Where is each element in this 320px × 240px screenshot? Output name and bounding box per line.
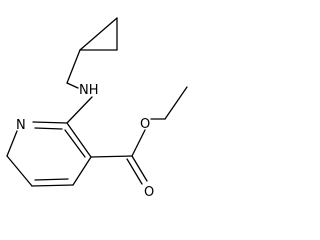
structure-canvas: NH N O O bbox=[6, 17, 188, 200]
carbonyl-oxygen-label: O bbox=[144, 185, 154, 200]
pyridine-ring bbox=[6, 121, 92, 187]
bond-c5-c4-inner bbox=[34, 178, 69, 181]
bond-c2-n1 bbox=[32, 121, 68, 124]
cyclopropyl-ring bbox=[79, 17, 118, 51]
bond-c3-c2 bbox=[66, 122, 92, 158]
bond-c4-c3 bbox=[72, 156, 92, 186]
bond-c5-c4 bbox=[31, 184, 74, 187]
bond-ring-to-ch2 bbox=[66, 49, 81, 84]
pyridine-nitrogen-label: N bbox=[16, 118, 26, 133]
bond-carbonyl-to-ether-o bbox=[131, 129, 146, 157]
bond-c6-c5 bbox=[6, 155, 33, 187]
bond-c3-c2-inner bbox=[64, 129, 86, 158]
amine-label: NH bbox=[79, 83, 99, 98]
bond-carbonyl-to-o-b bbox=[126, 158, 143, 185]
ester-oxygen-label: O bbox=[140, 117, 150, 132]
bond-ch2-to-ch3 bbox=[164, 86, 188, 120]
ester-group bbox=[90, 86, 188, 185]
bond-nh-to-c2 bbox=[66, 96, 93, 124]
bond-c3-to-carbonyl bbox=[90, 155, 133, 158]
bond-carbonyl-to-o-a bbox=[131, 155, 148, 182]
bond-ch2-to-nh bbox=[66, 82, 79, 89]
bond-n1-c6 bbox=[6, 130, 18, 157]
bond-c2-n1-inner bbox=[34, 127, 63, 130]
bond-cp-1 bbox=[79, 17, 118, 51]
molecule-drawing: NH N O O bbox=[6, 17, 188, 200]
